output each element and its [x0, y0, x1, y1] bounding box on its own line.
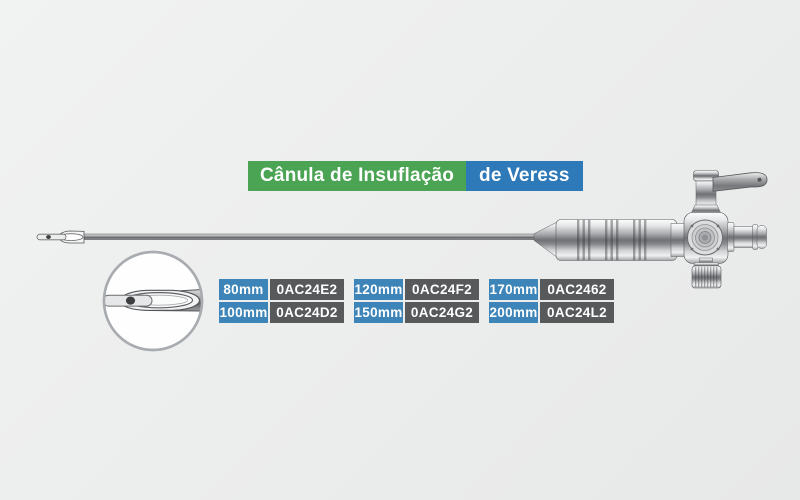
product-title-primary: Cânula de Insuflação [248, 161, 467, 191]
catalog-code: 0AC24G2 [405, 302, 479, 323]
size-badge: 200mm [489, 302, 538, 323]
product-title: Cânula de Insuflação de Veress [248, 161, 583, 191]
stopcock-lever [712, 172, 768, 192]
catalog-code: 0AC24D2 [270, 302, 344, 323]
catalog-code: 0AC24L2 [540, 302, 614, 323]
valve-body [683, 212, 729, 264]
needle-tip [36, 230, 85, 244]
grip-handle [555, 219, 687, 261]
gas-connector [727, 222, 767, 252]
size-code-column: 80mm 0AC24E2 100mm 0AC24D2 [219, 279, 344, 323]
size-badge: 120mm [354, 279, 403, 300]
knurled-knob [691, 257, 722, 289]
size-badge: 150mm [354, 302, 403, 323]
product-title-secondary: de Veress [466, 161, 583, 191]
size-code-column: 170mm 0AC2462 200mm 0AC24L2 [489, 279, 614, 323]
size-badge: 80mm [219, 279, 268, 300]
size-badge: 170mm [489, 279, 538, 300]
catalog-code: 0AC2462 [540, 279, 614, 300]
size-code-table: 80mm 0AC24E2 100mm 0AC24D2 120mm 0AC24F2… [219, 279, 614, 323]
catalog-code: 0AC24E2 [270, 279, 344, 300]
size-badge: 100mm [219, 302, 268, 323]
grip-ribs [577, 219, 647, 261]
magnified-needle-tip [105, 288, 201, 312]
needle-shaft [78, 233, 540, 240]
catalog-code: 0AC24F2 [405, 279, 479, 300]
size-code-column: 120mm 0AC24F2 150mm 0AC24G2 [354, 279, 479, 323]
